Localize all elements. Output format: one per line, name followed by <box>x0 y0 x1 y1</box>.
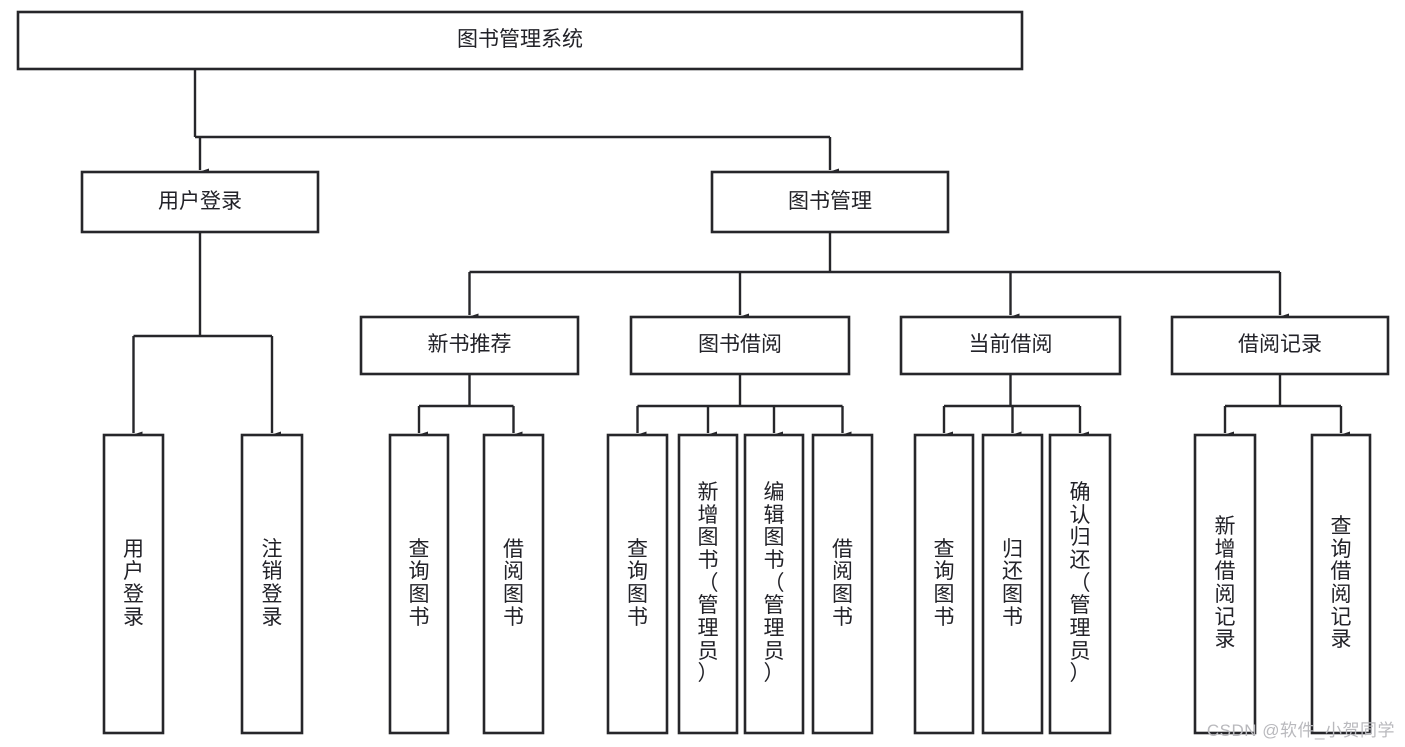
node-box-leaf-add-book-admin[interactable] <box>677 433 739 735</box>
node-box-leaf-query-borrow-record[interactable] <box>1310 433 1372 735</box>
node-box-book-borrow[interactable] <box>629 315 851 376</box>
node-box-leaf-confirm-return-admin[interactable] <box>1048 433 1112 735</box>
node-box-leaf-borrow-book-1[interactable] <box>482 433 545 735</box>
node-box-leaf-user-login[interactable] <box>102 433 165 735</box>
node-box-current-borrow[interactable] <box>899 315 1122 376</box>
node-box-leaf-edit-book-admin[interactable] <box>743 433 805 735</box>
connector-lines <box>124 69 1350 444</box>
node-box-user-login[interactable] <box>80 170 320 234</box>
node-box-leaf-return-book[interactable] <box>981 433 1044 735</box>
node-box-leaf-logout-login[interactable] <box>240 433 304 735</box>
node-box-book-management[interactable] <box>710 170 950 234</box>
node-box-root[interactable] <box>16 10 1024 71</box>
node-boxes <box>16 10 1390 735</box>
node-box-leaf-add-borrow-record[interactable] <box>1193 433 1257 735</box>
node-box-new-book-recommend[interactable] <box>359 315 580 376</box>
node-box-leaf-query-book-1[interactable] <box>388 433 450 735</box>
node-box-leaf-query-book-3[interactable] <box>913 433 975 735</box>
node-box-borrow-record[interactable] <box>1170 315 1390 376</box>
node-box-leaf-query-book-2[interactable] <box>606 433 669 735</box>
node-box-leaf-borrow-book-2[interactable] <box>811 433 874 735</box>
